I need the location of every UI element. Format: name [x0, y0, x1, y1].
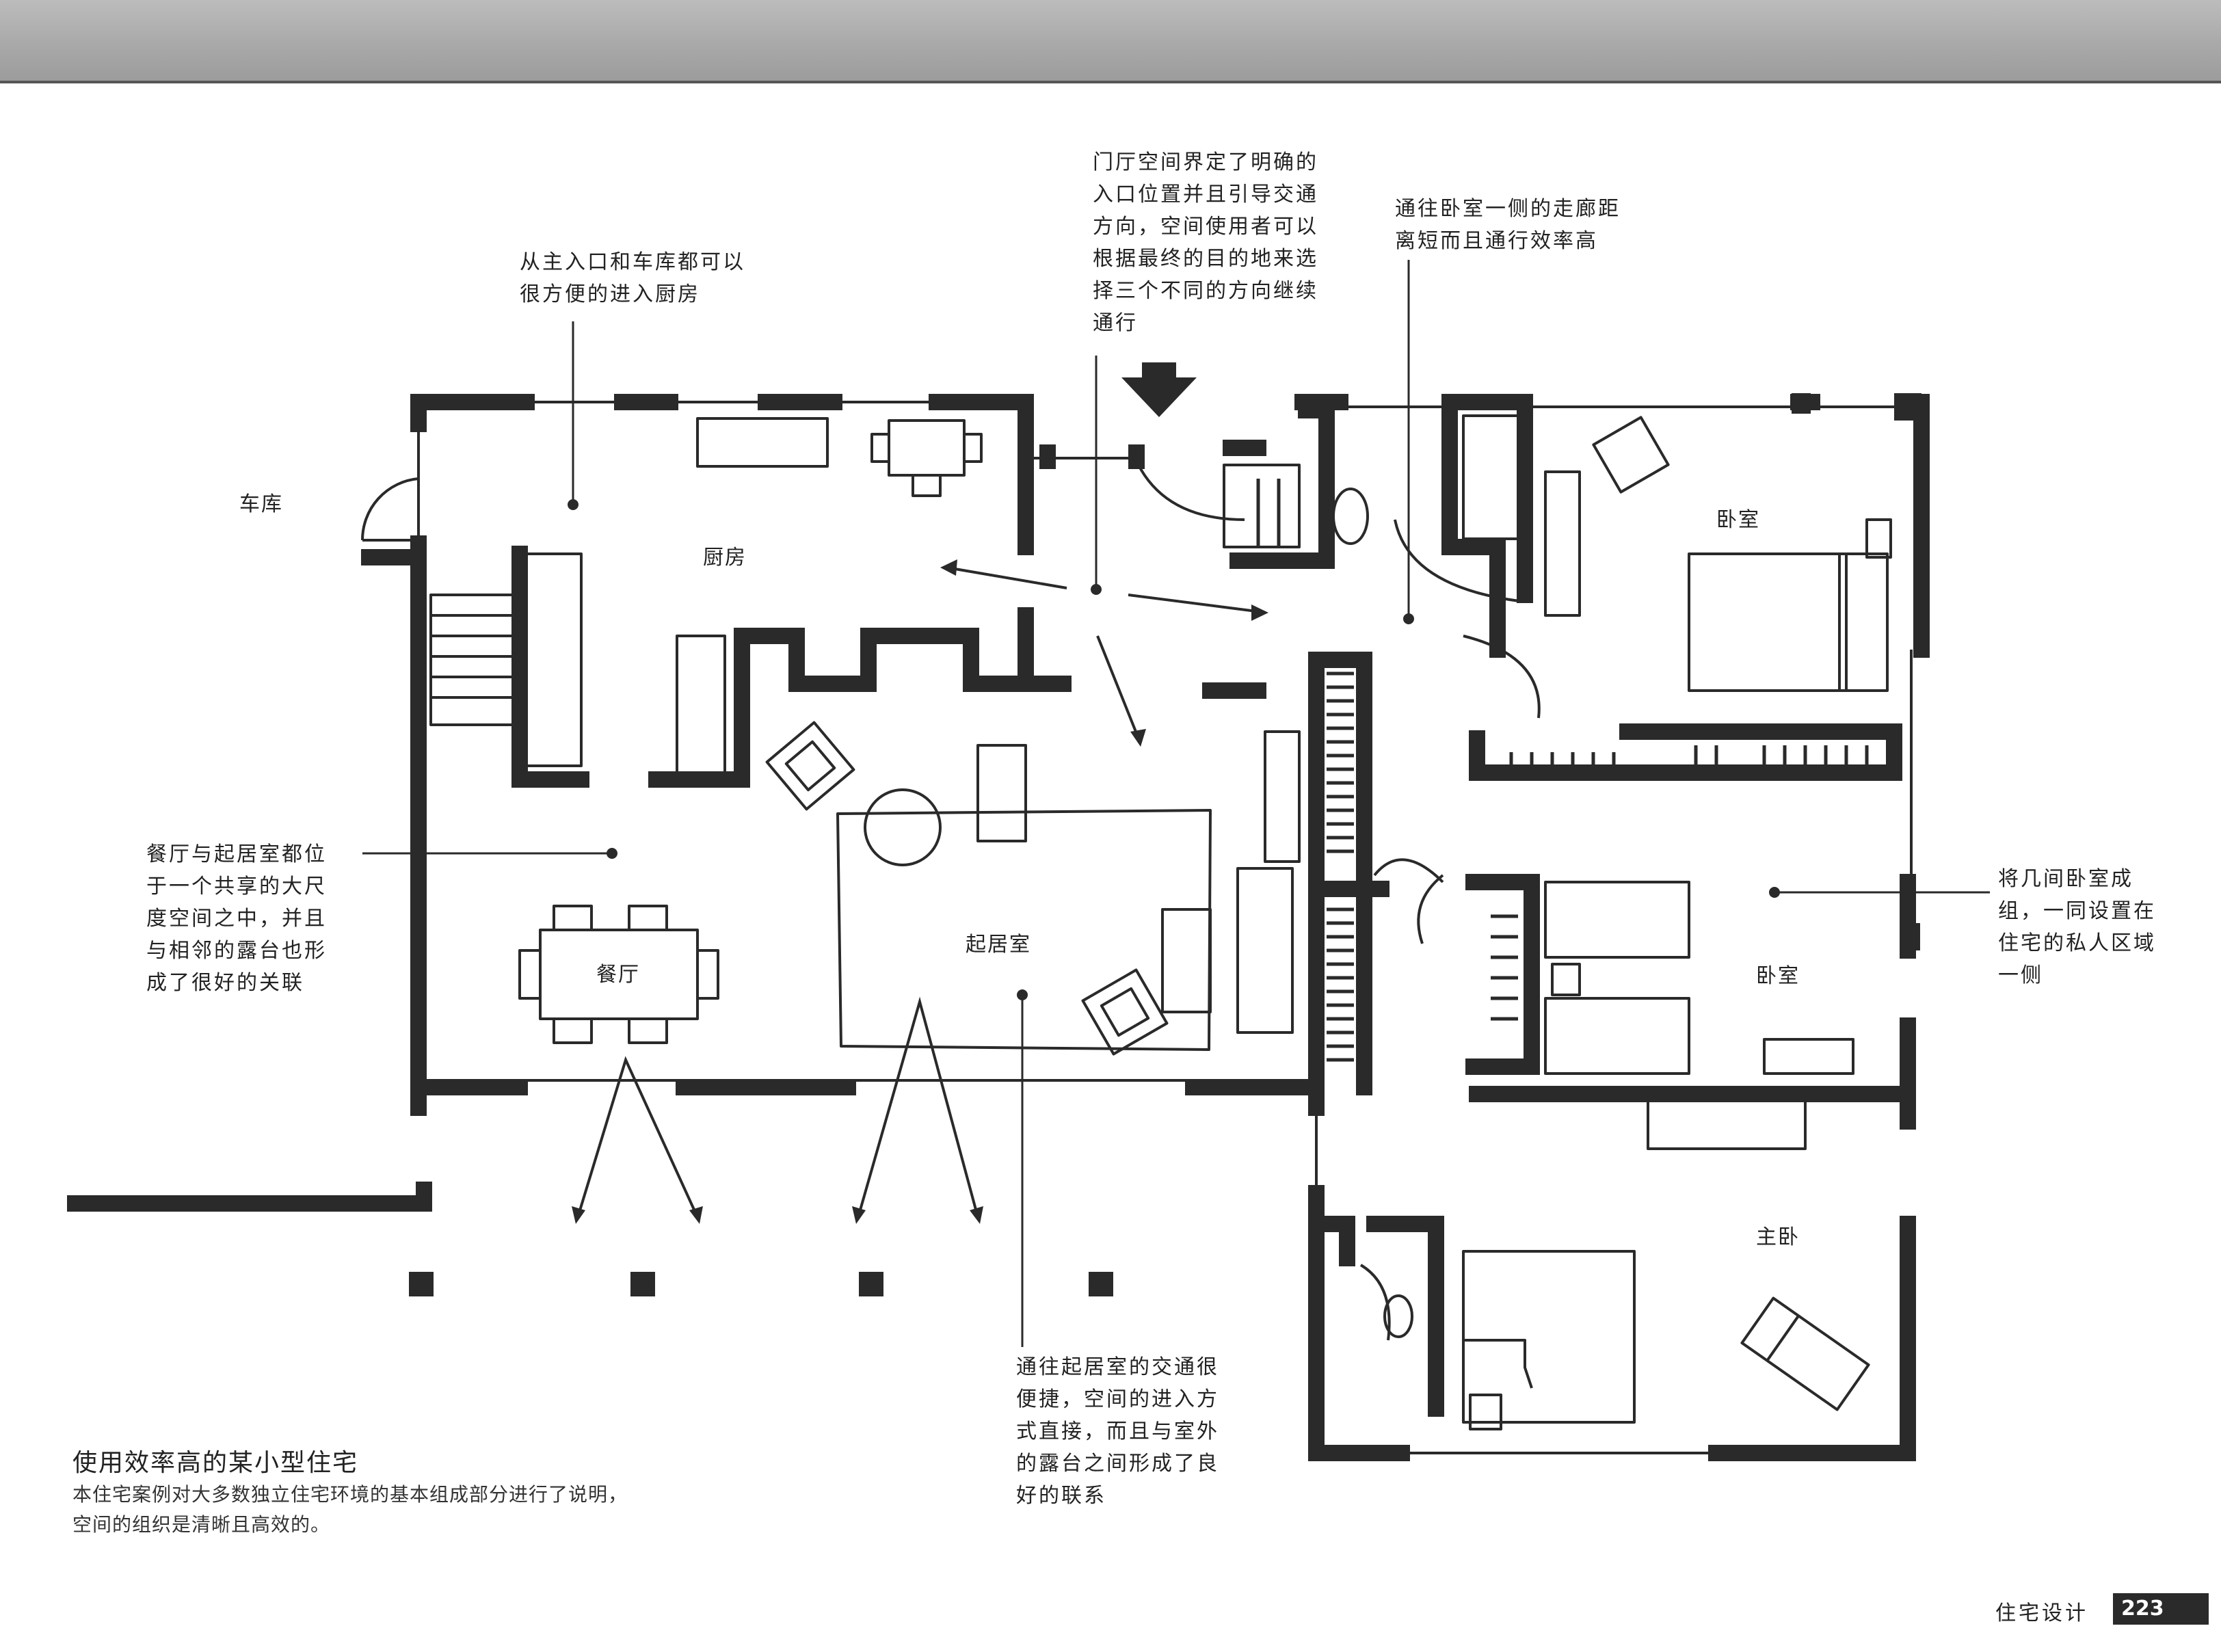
annotation-foyer: 门厅空间界定了明确的 入口位置并且引导交通 方向，空间使用者可以 根据最终的目的… [1093, 150, 1318, 335]
page-header-band [0, 0, 2221, 83]
room-label-master-bedroom: 主卧 [1756, 1225, 1800, 1249]
thin-lines [360, 401, 1915, 1454]
annotation-dining-living: 餐厅与起居室都位 于一个共享的大尺 度空间之中，并且 与相邻的露台也形 成了很好… [146, 842, 327, 995]
walls [67, 394, 1930, 1461]
room-label-bedroom-2: 卧室 [1756, 964, 1800, 988]
page-number: 223 [2113, 1593, 2209, 1625]
annotation-kitchen-access: 从主入口和车库都可以 很方便的进入厨房 [520, 250, 745, 306]
caption-body: 本住宅案例对大多数独立住宅环境的基本组成部分进行了说明， 空间的组织是清晰且高效… [72, 1483, 628, 1536]
room-label-bedroom-1: 卧室 [1716, 508, 1760, 532]
room-label-garage: 车库 [239, 492, 283, 516]
annotation-bedroom-group: 将几间卧室成 组，一同设置在 住宅的私人区域 一侧 [1998, 867, 2156, 987]
room-label-living: 起居室 [966, 933, 1031, 957]
entry-arrow [1121, 377, 1197, 417]
closet-hatching [1256, 479, 1869, 1062]
posts [409, 393, 1921, 1296]
leader-lines [362, 260, 1990, 1347]
circulation-arrows [576, 566, 1262, 1218]
room-label-kitchen: 厨房 [703, 546, 747, 570]
arrow-heads [572, 559, 1268, 1224]
annotation-living-access: 通往起居室的交通很 便捷，空间的进入方 式直接，而且与室外 的露台之间形成了良 … [1016, 1355, 1219, 1508]
leader-dots [568, 499, 1780, 1000]
caption-title: 使用效率高的某小型住宅 [72, 1449, 359, 1477]
room-label-dining: 餐厅 [596, 963, 640, 987]
annotation-corridor: 通往卧室一侧的走廊距 离短而且通行效率高 [1395, 197, 1621, 253]
footer-section-title: 住宅设计 [1995, 1601, 2088, 1625]
